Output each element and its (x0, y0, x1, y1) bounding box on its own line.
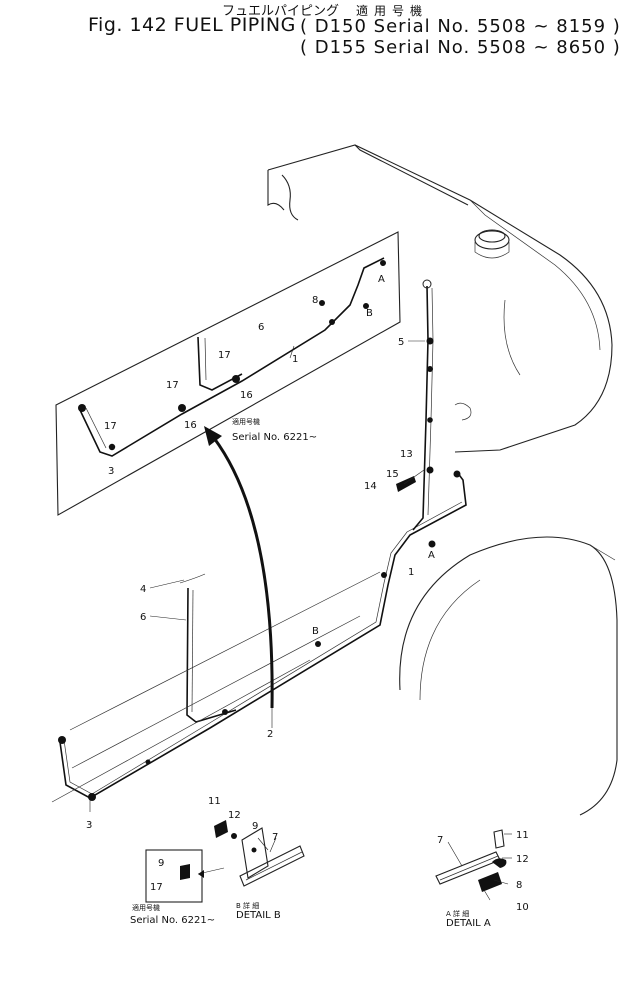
callout-7-a: 7 (437, 835, 443, 846)
callout-12-a: 12 (516, 854, 529, 865)
figure-title: Fig. 142 FUEL PIPING (88, 14, 296, 36)
notes: 適用号機 Serial No. 6221~ 適用号機 Serial No. 62… (130, 417, 491, 929)
callout-5: 5 (398, 337, 404, 348)
callout-6-main: 6 (140, 612, 146, 623)
reference-arrow (204, 426, 274, 709)
callout-17-left: 17 (104, 421, 117, 432)
detail-b-drawing (145, 820, 305, 903)
callout-17-right: 17 (218, 350, 231, 361)
callout-11-a: 11 (516, 830, 529, 841)
callout-17-box: 17 (150, 882, 163, 893)
leader-lines (89, 340, 512, 885)
callout-6-inset: 6 (258, 322, 264, 333)
view-marker-a-main: A (428, 550, 435, 561)
callouts: 1 1 2 3 3 4 5 6 6 7 7 8 8 9 9 10 11 11 1… (86, 274, 529, 913)
detail-a-label: DETAIL A (446, 918, 491, 929)
detail-b-jp: B 詳 細 (236, 901, 259, 910)
inset-note-serial: Serial No. 6221~ (232, 432, 317, 443)
callout-2: 2 (267, 729, 273, 740)
track-frame (399, 536, 618, 816)
fuel-tank (267, 144, 613, 453)
serial-range-d150: ( D150 Serial No. 5508 ~ 8159 ) (300, 16, 621, 37)
callout-7-b: 7 (272, 832, 278, 843)
callout-8-a: 8 (516, 880, 522, 891)
callout-1-inset: 1 (292, 354, 298, 365)
callout-3-inset: 3 (108, 466, 114, 477)
callout-10: 10 (516, 902, 529, 913)
callout-14: 14 (364, 481, 377, 492)
jp-applicable-heading: 適用号機 (356, 4, 429, 18)
callout-9-b: 9 (252, 821, 258, 832)
view-marker-a-inset: A (378, 274, 385, 285)
callout-3-main: 3 (86, 820, 92, 831)
view-marker-b-main: B (312, 626, 319, 637)
detail-a-jp: A 詳 細 (446, 909, 469, 918)
callout-15: 15 (386, 469, 399, 480)
callout-8-inset: 8 (312, 295, 318, 306)
main-fuel-pipe (51, 279, 467, 803)
detail-b-label: DETAIL B (236, 910, 281, 921)
callout-16-left: 16 (184, 420, 197, 431)
callout-9-box: 9 (158, 858, 164, 869)
callout-11-b: 11 (208, 796, 221, 807)
inset-panel (55, 231, 401, 516)
callout-1-main: 1 (408, 567, 414, 578)
view-marker-b-inset: B (366, 308, 373, 319)
callout-13: 13 (400, 449, 413, 460)
lower-note-jp: 適用号機 (132, 903, 160, 912)
jp-title: フュエルパイピング (222, 4, 340, 19)
clip-detail-box (145, 849, 203, 903)
callout-16-right: 16 (240, 390, 253, 401)
serial-range-d155: ( D155 Serial No. 5508 ~ 8650 ) (300, 37, 621, 58)
callout-4: 4 (140, 584, 146, 595)
callout-12-b: 12 (228, 810, 241, 821)
callout-17-mid: 17 (166, 380, 179, 391)
lower-note-serial: Serial No. 6221~ (130, 915, 215, 926)
inset-note-jp: 適用号機 (232, 417, 260, 426)
detail-a-drawing (435, 829, 507, 901)
